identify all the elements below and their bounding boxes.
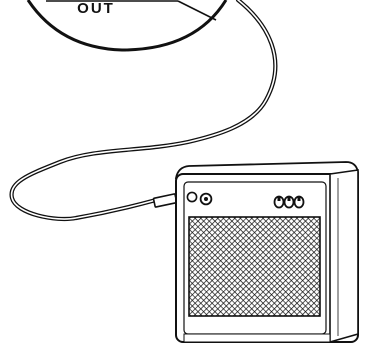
amp-side [329,169,359,344]
amp-base [183,333,331,343]
knob-icon [273,195,305,209]
magnified-callout: OUT [26,0,228,52]
callout-circle [26,0,228,52]
amplifier-icon [174,161,359,344]
speaker-grille-icon [188,216,321,317]
input-jack-icon [186,191,213,206]
out-label: OUT [77,0,115,17]
callout-pointer [177,0,217,21]
